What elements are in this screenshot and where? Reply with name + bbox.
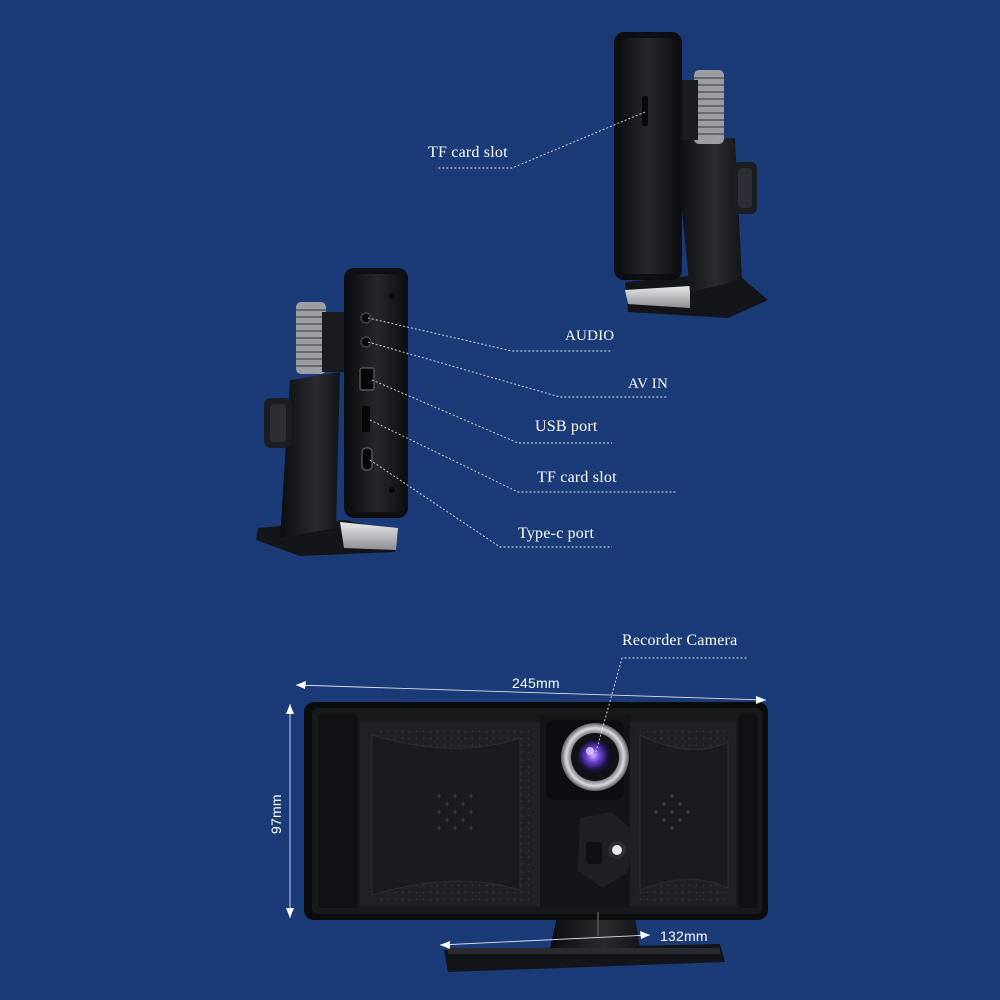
device-back-view [304, 702, 768, 972]
dimension-width: 245mm [512, 675, 560, 691]
dimension-depth: 132mm [660, 928, 708, 944]
dimension-height: 97mm [268, 794, 284, 834]
label-usb-port: USB port [535, 418, 598, 435]
device-side-view-right [614, 32, 768, 318]
leader-lines [289, 111, 767, 946]
device-side-view-ports [256, 268, 408, 556]
label-av-in: AV IN [628, 376, 669, 392]
label-audio: AUDIO [565, 328, 615, 344]
label-tf-card-slot-top: TF card slot [428, 144, 508, 161]
label-recorder-camera: Recorder Camera [622, 632, 738, 649]
label-tf-card-slot-side: TF card slot [537, 469, 617, 486]
dimension-arrows [286, 681, 766, 949]
label-type-c-port: Type-c port [518, 525, 595, 542]
